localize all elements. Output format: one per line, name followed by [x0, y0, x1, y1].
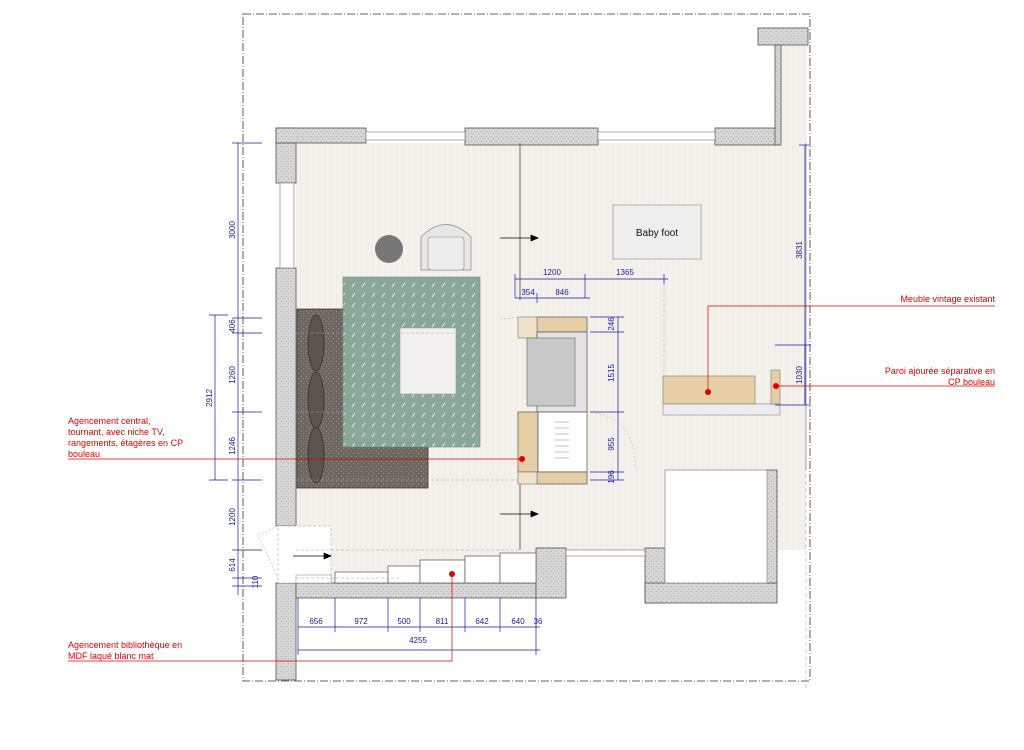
svg-text:614: 614	[228, 558, 237, 572]
svg-text:656: 656	[309, 617, 323, 626]
svg-text:36: 36	[534, 617, 543, 626]
svg-text:955: 955	[607, 437, 616, 451]
svg-text:640: 640	[511, 617, 525, 626]
svg-text:500: 500	[397, 617, 411, 626]
windows	[279, 131, 716, 557]
annotation-central-line3: rangements, étagères en CP	[68, 438, 183, 448]
svg-text:811: 811	[436, 617, 449, 626]
svg-text:846: 846	[555, 288, 569, 297]
svg-text:1246: 1246	[228, 437, 237, 455]
central-unit	[499, 316, 636, 485]
annotation-dots	[449, 383, 779, 577]
annotation-central-line4: bouleau	[68, 449, 100, 459]
library-shelves	[334, 552, 537, 584]
round-side-table	[375, 235, 403, 263]
baby-foot-table	[612, 204, 702, 260]
section-arrows	[293, 234, 539, 560]
annotation-biblio-line1: Agencement bibliothèque en	[68, 640, 182, 650]
svg-text:1200: 1200	[543, 268, 561, 277]
svg-text:2912: 2912	[205, 389, 214, 407]
svg-text:110: 110	[251, 575, 260, 588]
svg-text:3000: 3000	[228, 221, 237, 239]
svg-text:406: 406	[228, 319, 237, 333]
svg-text:196: 196	[607, 470, 616, 484]
svg-text:1260: 1260	[228, 366, 237, 384]
annotation-biblio-line2: MDF laqué blanc mat	[68, 651, 154, 661]
annotation-paroi-line1: Paroi ajourée séparative en	[885, 366, 995, 376]
svg-text:1200: 1200	[228, 508, 237, 526]
dimension-lines	[209, 142, 811, 655]
annotation-paroi-line2: CP bouleau	[948, 377, 995, 387]
svg-text:1030: 1030	[795, 366, 804, 384]
annotation-central-line1: Agencement central,	[68, 416, 151, 426]
svg-text:3831: 3831	[795, 241, 804, 259]
entrance-door	[257, 525, 332, 584]
baby-foot-label: Baby foot	[636, 228, 678, 239]
svg-text:354: 354	[521, 288, 535, 297]
svg-text:1365: 1365	[616, 268, 634, 277]
annotation-meuble-vintage: Meuble vintage existant	[900, 294, 995, 304]
svg-text:4255: 4255	[409, 636, 427, 645]
dimension-labels: 3000 406 1260 2912 1246 1200 614 110 383…	[205, 221, 804, 645]
coffee-table	[399, 327, 457, 395]
svg-text:1515: 1515	[607, 364, 616, 382]
armchair	[420, 224, 472, 271]
svg-text:642: 642	[475, 617, 489, 626]
site-boundary	[242, 13, 811, 682]
annotation-central-line2: tournant, avec niche TV,	[68, 427, 165, 437]
svg-text:246: 246	[607, 317, 616, 331]
annotation-leaders	[68, 305, 995, 662]
walls	[275, 27, 809, 681]
svg-text:972: 972	[354, 617, 368, 626]
